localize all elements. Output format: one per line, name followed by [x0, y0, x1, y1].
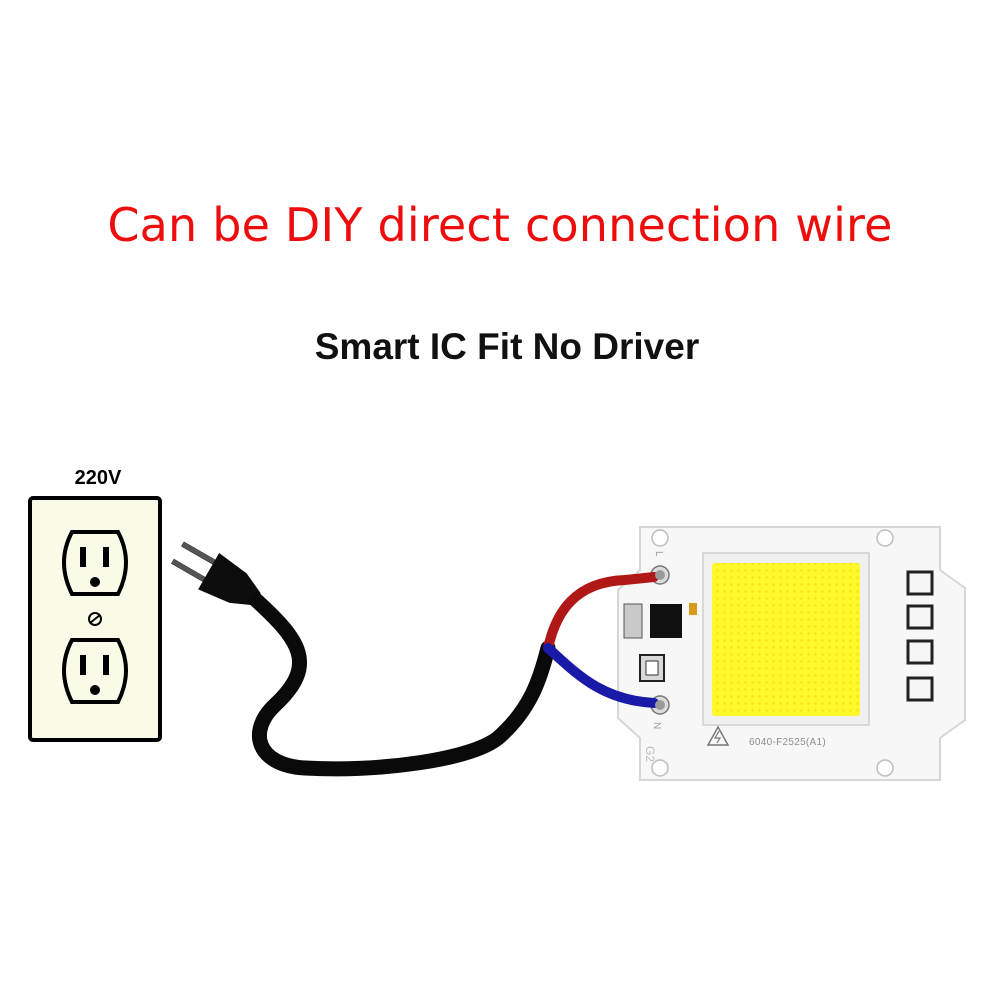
outlet-receptacle-upper — [62, 530, 128, 596]
model-text: 6040-F2525(A1) — [749, 737, 826, 748]
solder-joint-live — [655, 570, 665, 580]
us-duplex-outlet-icon — [28, 496, 162, 742]
driver-ic — [650, 604, 682, 638]
led-emitter-dots — [712, 563, 860, 716]
neutral-marking: N — [651, 722, 662, 729]
subheadline: Smart IC Fit No Driver — [314, 326, 700, 367]
cob-led-chip-icon: L N G2 6040-F2525(A1) — [617, 526, 966, 781]
solder-joint-neutral — [655, 700, 665, 710]
live-wire — [543, 572, 659, 653]
live-marking: L — [653, 551, 664, 557]
headline: Can be DIY direct connection wire — [107, 198, 893, 252]
high-voltage-warning-icon — [706, 725, 730, 746]
outlet-receptacle-lower — [62, 638, 128, 704]
mounting-hole — [876, 759, 894, 777]
smd-component — [623, 603, 643, 639]
mounting-hole — [651, 759, 669, 777]
power-cable — [248, 592, 556, 777]
mounting-hole — [876, 529, 894, 547]
voltage-label: 220V — [75, 467, 122, 489]
neutral-wire — [543, 643, 659, 708]
solder-pads — [906, 570, 934, 702]
mounting-hole — [651, 529, 669, 547]
board-marking: G2 — [643, 746, 657, 762]
outlet-screw-icon — [88, 612, 102, 626]
capacitor — [689, 603, 697, 615]
power-plug-icon — [171, 541, 261, 606]
